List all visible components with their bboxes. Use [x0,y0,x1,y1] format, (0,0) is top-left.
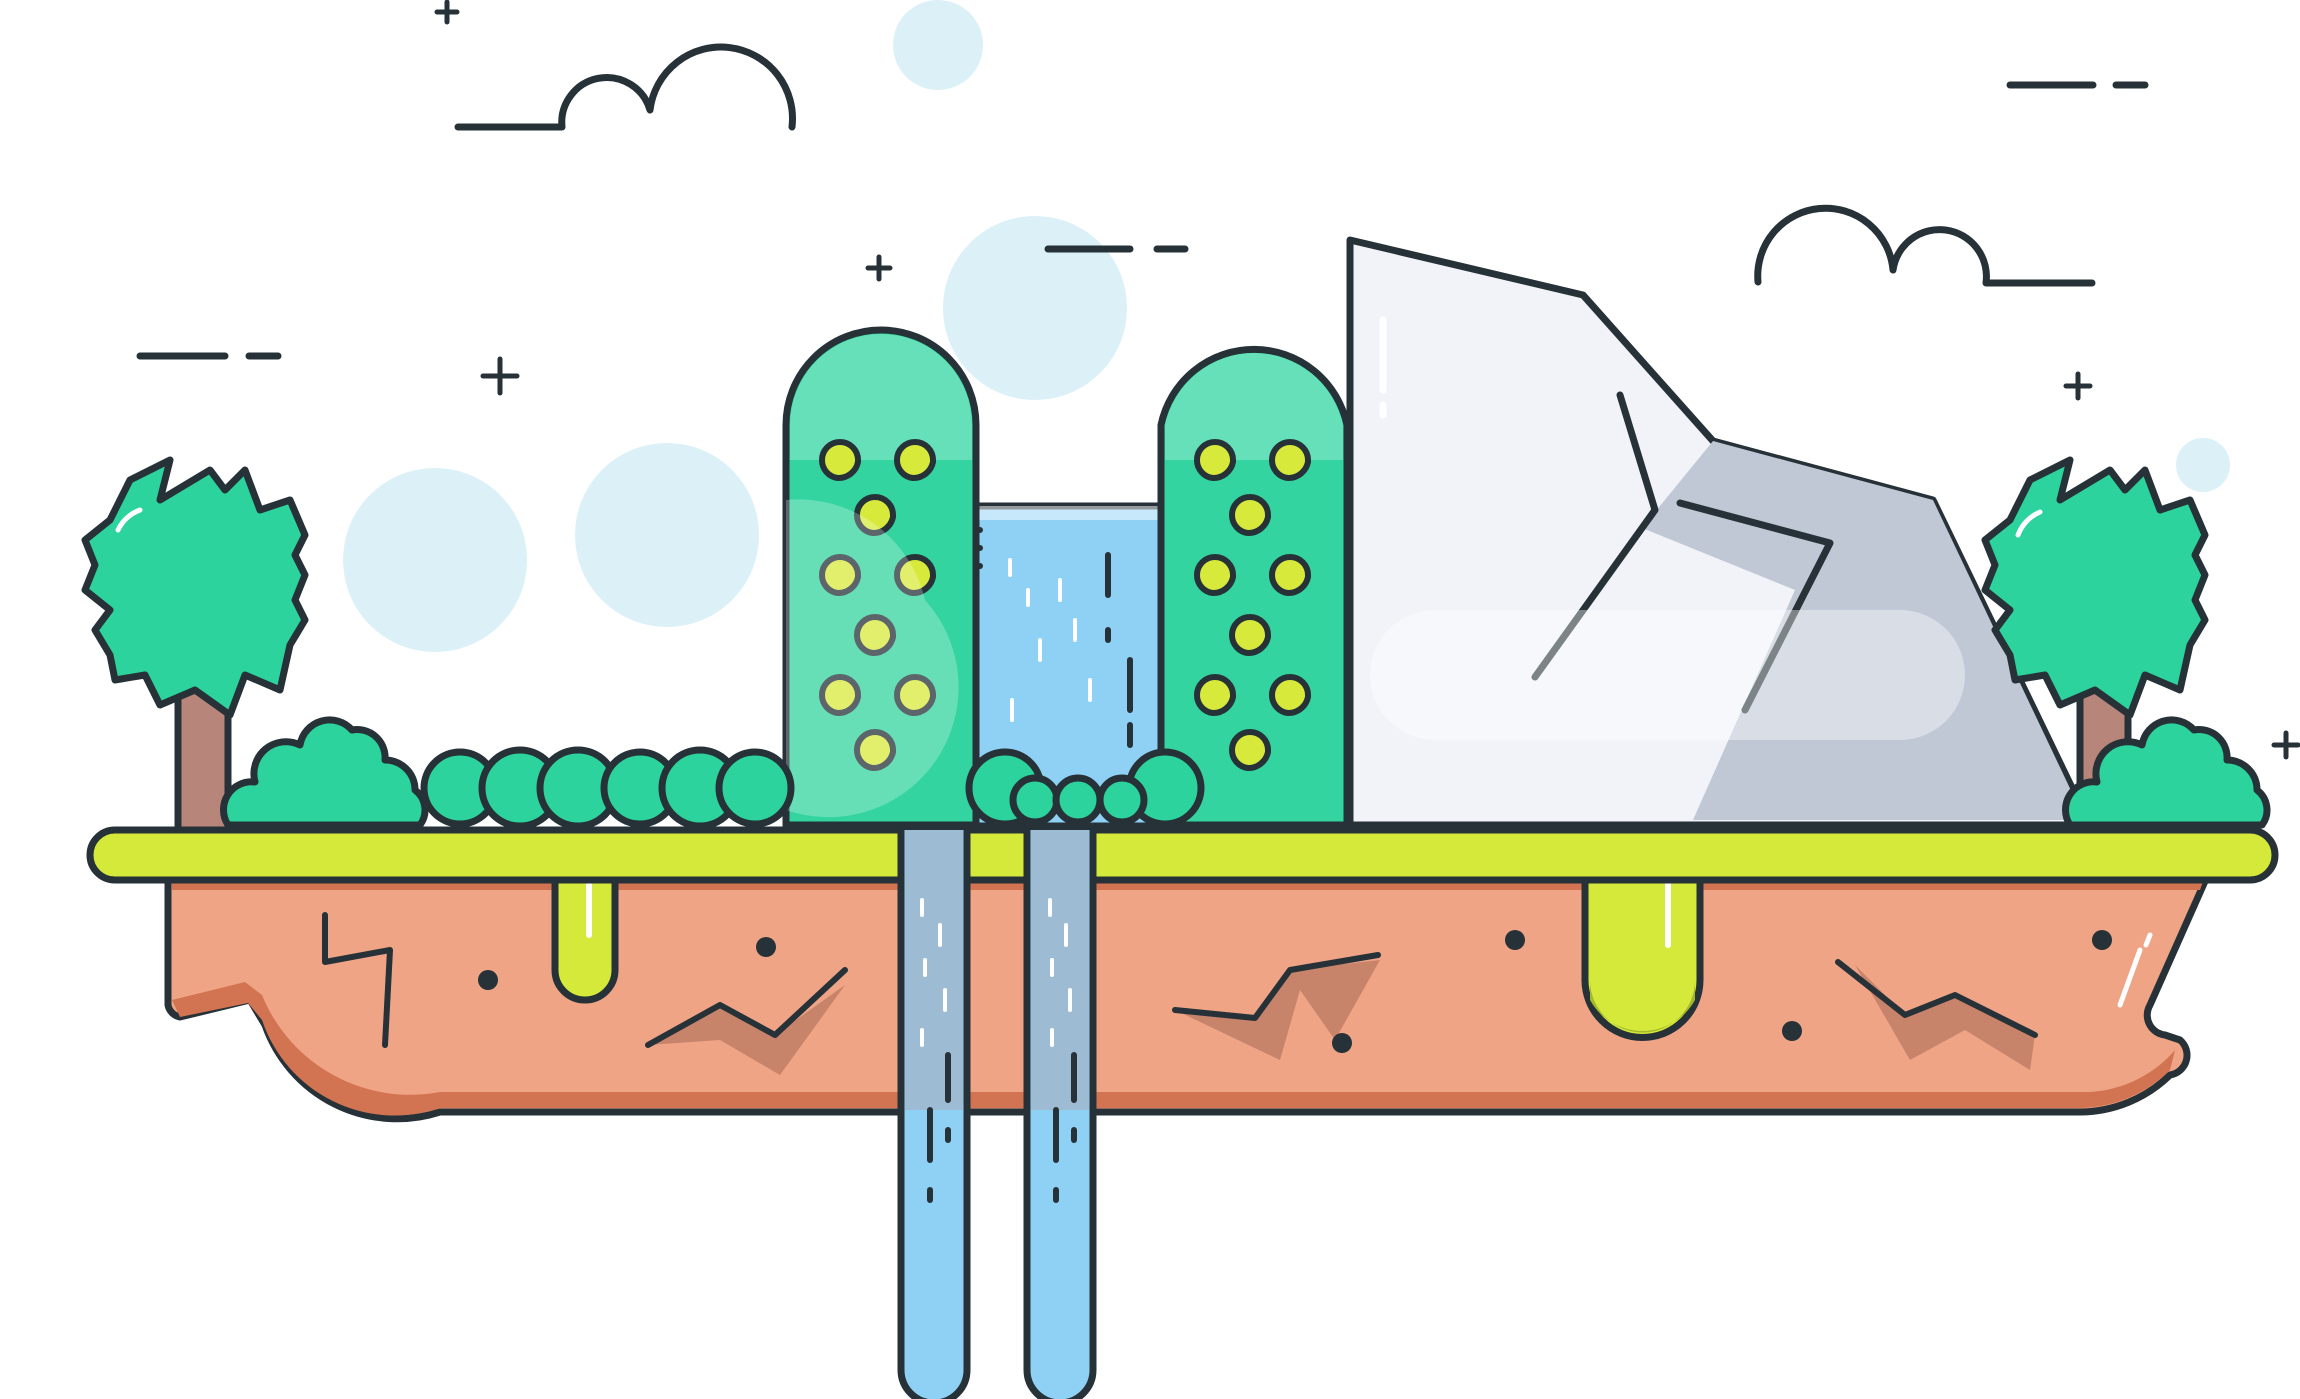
leaf-icon [1228,614,1271,656]
sparkle-cross [2063,371,2093,401]
sparkle-cross [865,254,893,282]
water-stream-right [1023,830,1097,1399]
leaf-icon [893,554,936,596]
leaf-icon [1228,729,1271,771]
ball-bush [1096,774,1148,826]
ball-bush [1009,774,1061,826]
leaf-icon [818,439,861,481]
sky [136,0,2300,760]
leaf-icon [1193,674,1236,716]
leaf-icon [853,614,896,656]
sparkle-cross [480,356,520,396]
leaf-icon [1228,494,1271,536]
sky-bubble [2176,438,2230,492]
bush-left [220,716,429,829]
cloud-line [454,43,796,131]
leaf-icon [853,494,896,536]
leaf-icon [1193,439,1236,481]
bush-right [2062,716,2271,829]
sparkle-cross [434,0,460,25]
leaf-icon [853,729,896,771]
floating-island [86,826,2279,1123]
leaf-icon [893,439,936,481]
leaf-cluster [818,439,936,771]
ball-bush [715,748,795,828]
ball-bush-row [420,746,1205,830]
leaf-icon [818,554,861,596]
leaf-icon [818,674,861,716]
leaf-icon [1193,554,1236,596]
cloud-line [1754,204,2096,287]
sky-bubble [943,216,1127,400]
leaf-icon [893,674,936,716]
leaf-icon [1268,439,1311,481]
leaf-icon [1268,674,1311,716]
sky-bubble [575,443,759,627]
pillar-building-right [1157,345,1351,829]
ball-bush [1052,774,1104,826]
water-stream-left [897,830,971,1399]
pillar-building-left [782,326,980,829]
sparkle-cross [2271,730,2300,760]
leaf-icon [1268,554,1311,596]
sky-bubble [893,0,983,90]
leaf-cluster [1193,439,1311,771]
rock-mountain [1346,236,2094,829]
sky-bubble [343,468,527,652]
tree-left [81,456,309,834]
